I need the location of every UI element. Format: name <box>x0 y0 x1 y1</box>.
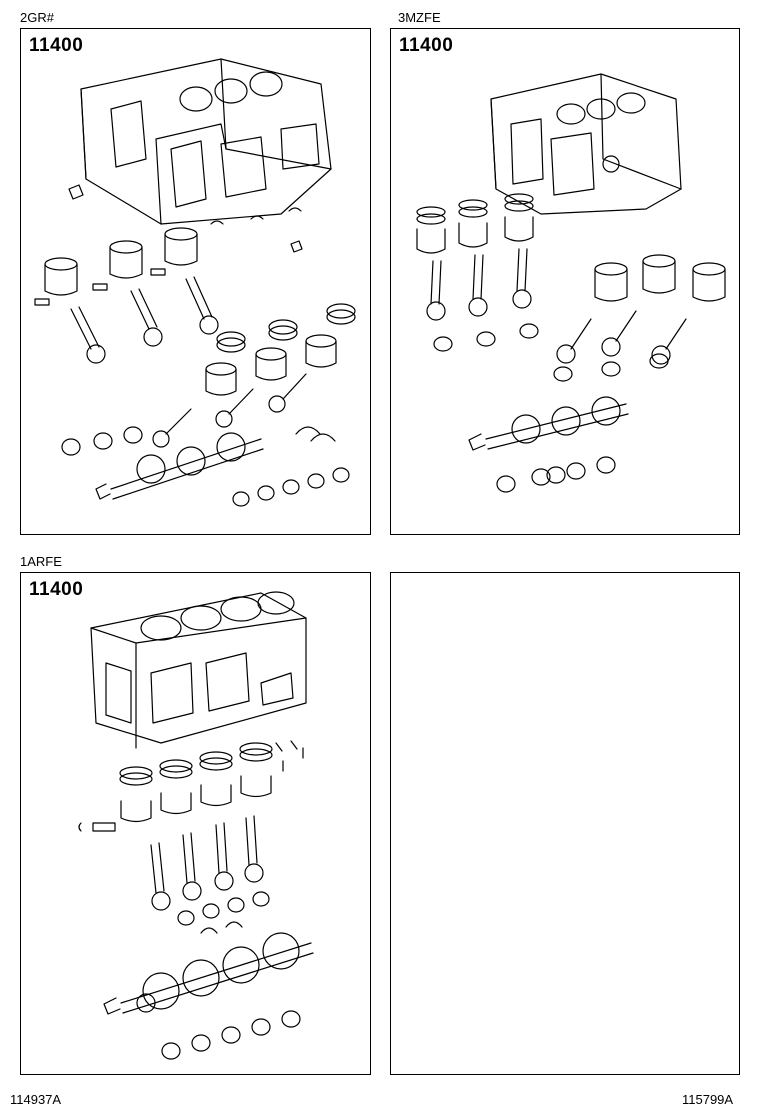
engine-label-3mzfe: 3MZFE <box>398 10 441 25</box>
figure-code-right: 115799A <box>682 1092 734 1107</box>
empty-panel <box>390 572 740 1075</box>
figure-code-left: 114937A <box>10 1092 62 1107</box>
engine-label-1arfe: 1ARFE <box>20 554 62 569</box>
part-number-1arfe[interactable]: 11400 <box>29 579 84 600</box>
short-block-assembly-illustration <box>34 58 356 507</box>
part-number-2gr[interactable]: 11400 <box>29 35 84 56</box>
engine-label-2gr: 2GR# <box>20 10 54 25</box>
diagram-panel-2gr[interactable]: 11400 <box>20 28 371 535</box>
short-block-assembly-illustration <box>78 591 314 1060</box>
diagram-panel-3mzfe[interactable]: 11400 <box>390 28 740 535</box>
part-number-3mzfe[interactable]: 11400 <box>399 35 454 56</box>
diagram-panel-1arfe[interactable]: 11400 <box>20 572 371 1075</box>
short-block-assembly-illustration <box>416 73 726 493</box>
